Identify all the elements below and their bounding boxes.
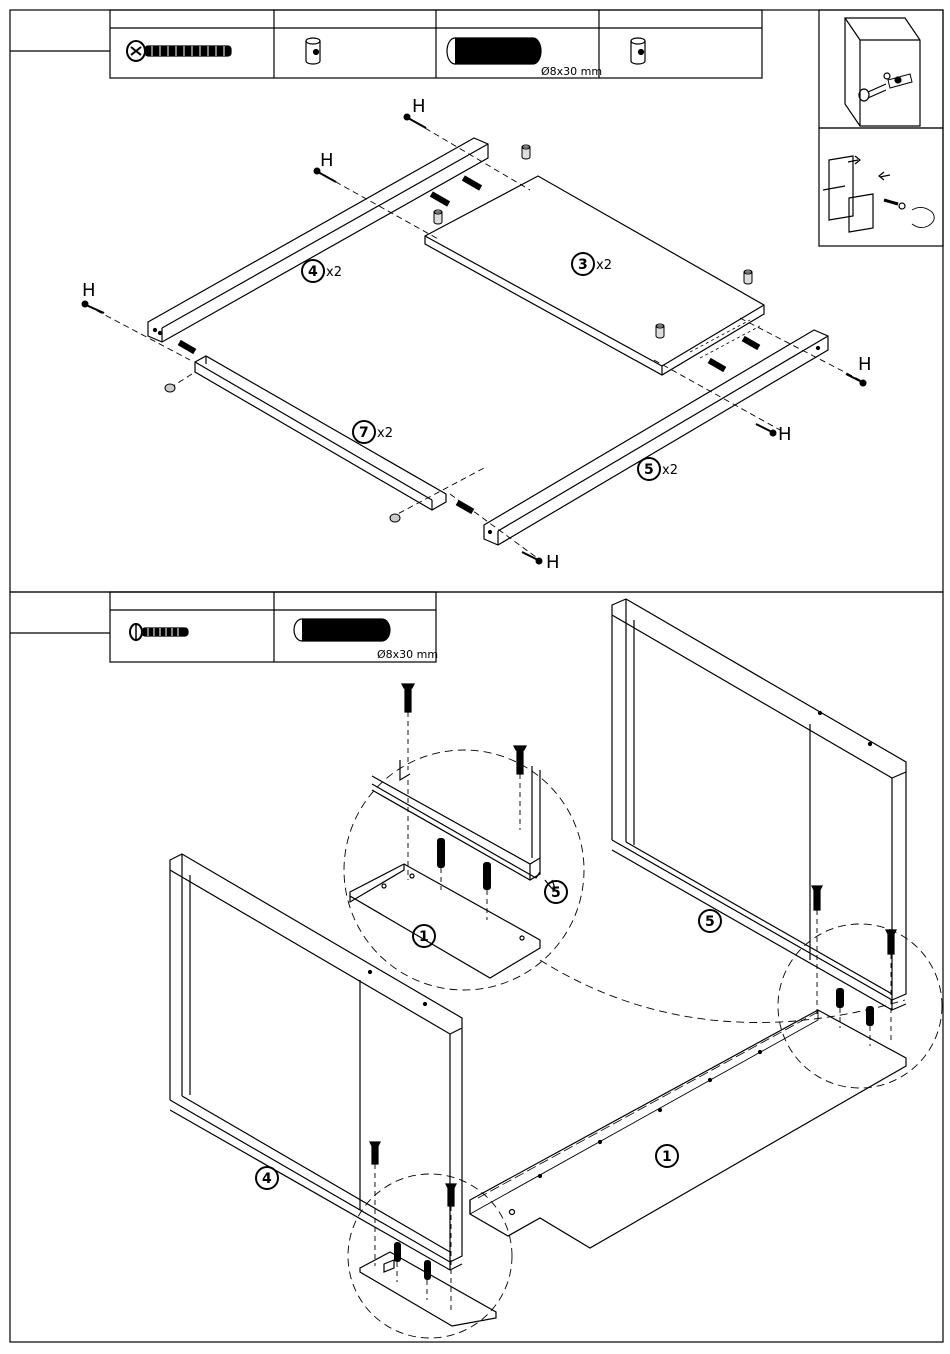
part-callouts-step1 [302, 253, 660, 480]
bolt-H-labels: H H H H H H [82, 96, 872, 573]
panel-7 [195, 356, 446, 510]
dowel-icons-step2 [394, 838, 874, 1280]
callout-3-qty: x2 [596, 258, 612, 273]
bolt-icon [127, 41, 231, 61]
wooden-dowel-icon [294, 619, 390, 641]
cam-tighten-hint-illustration [823, 156, 934, 232]
wooden-dowel-icon [447, 38, 541, 64]
callout-panel-5: 5 [705, 914, 715, 930]
cam-lock-hint-illustration [845, 18, 920, 126]
svg-text:H: H [778, 424, 792, 445]
callout-panel-4: 4 [262, 1171, 272, 1187]
callout-5-num: 5 [644, 462, 654, 478]
dowel-size-label: Ø8x30 mm [377, 648, 438, 661]
svg-text:H: H [82, 280, 96, 301]
detail-circle-bottom [348, 1174, 512, 1338]
base-panel-1 [470, 1010, 906, 1248]
step1-frame [10, 10, 943, 592]
svg-text:H: H [412, 96, 426, 117]
callout-4-qty: x2 [326, 265, 342, 280]
cam-nut-icon [306, 38, 320, 64]
svg-text:H: H [320, 150, 334, 171]
callout-detail-1: 1 [419, 929, 429, 945]
hint-box-cam-lock [819, 10, 943, 128]
end-panel-4 [170, 854, 462, 1270]
bolt-icon [130, 624, 188, 640]
dowel-size-label: Ø8x30 mm [541, 65, 602, 78]
cam-nut-icon [631, 38, 645, 64]
callout-detail-5: 5 [551, 885, 561, 901]
callout-7-qty: x2 [377, 426, 393, 441]
part-callouts-step2 [256, 881, 721, 1189]
svg-text:H: H [858, 354, 872, 375]
callout-5-qty: x2 [662, 463, 678, 478]
step1-parts-table [110, 10, 762, 78]
callout-panel-1: 1 [662, 1149, 672, 1165]
callout-3-num: 3 [578, 257, 588, 273]
callout-7-num: 7 [359, 425, 369, 441]
panel-3 [425, 176, 764, 375]
bolt-icons-step2 [370, 684, 896, 1206]
svg-text:H: H [546, 552, 560, 573]
end-panel-5 [612, 599, 906, 1010]
step2-frame [10, 592, 943, 1342]
callout-4-num: 4 [308, 264, 318, 280]
